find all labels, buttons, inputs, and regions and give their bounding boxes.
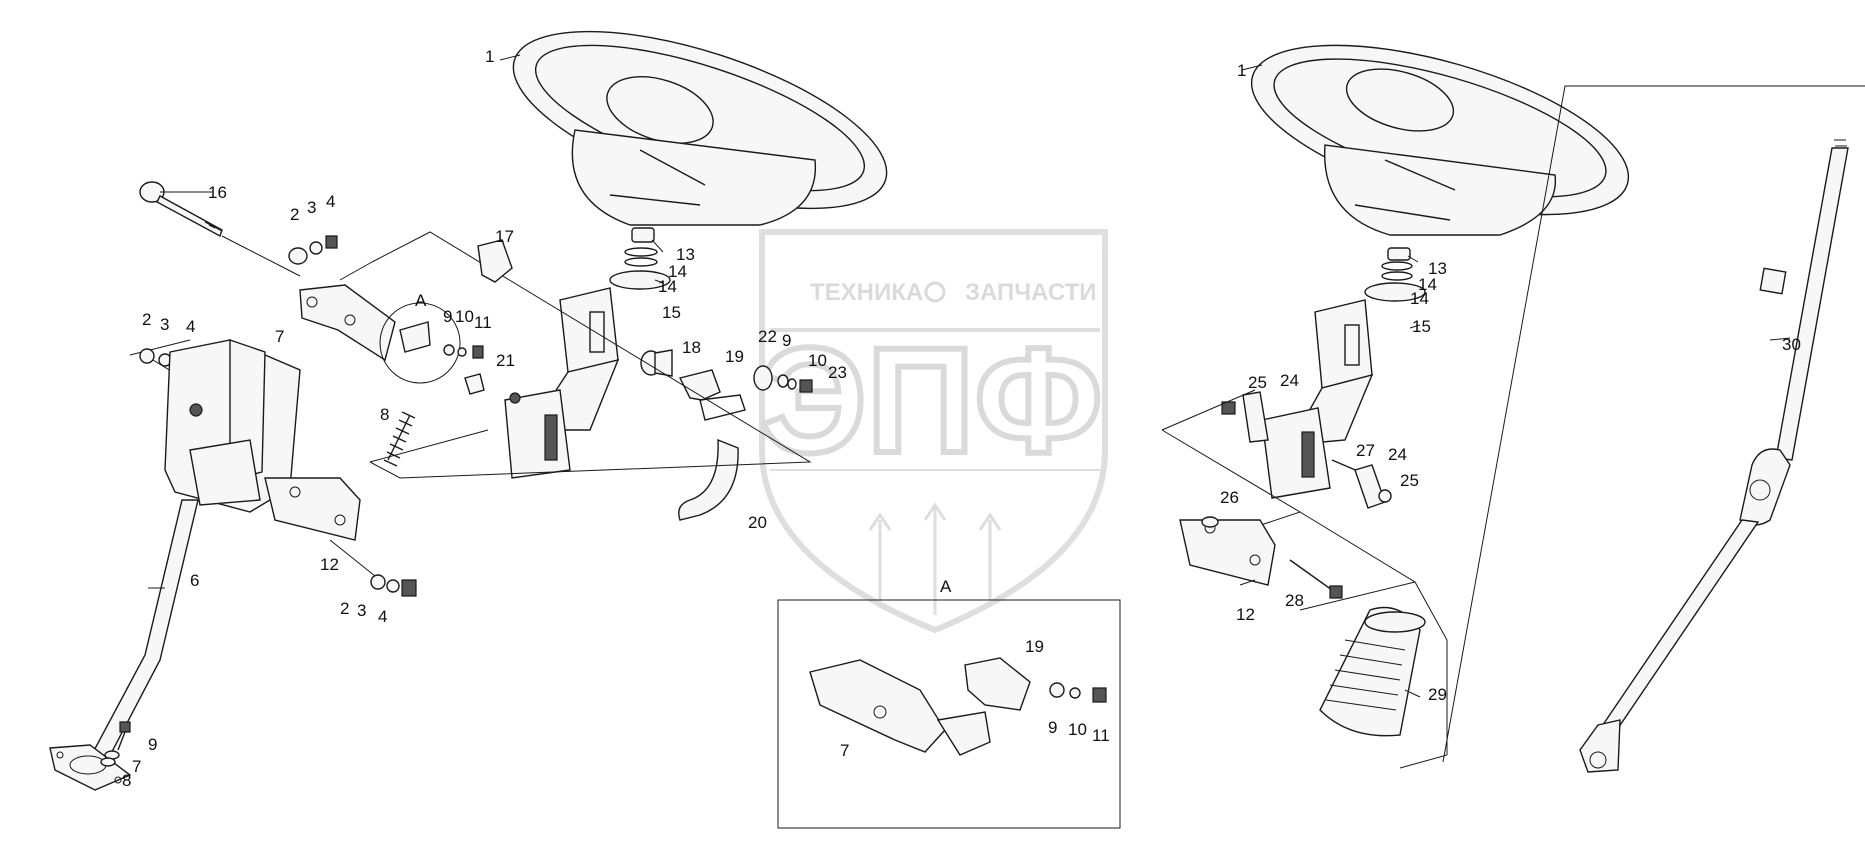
- callout-30: 30: [1782, 335, 1801, 354]
- callout-16: 16: [208, 183, 227, 202]
- left-assembly: A: [49, 30, 888, 791]
- callout-19: 19: [1025, 637, 1044, 656]
- column-shaft-6: [89, 499, 199, 766]
- callout-25: 25: [1400, 471, 1419, 490]
- callout-7: 7: [275, 327, 284, 346]
- bracket-12-left: [264, 477, 381, 581]
- callout-numbers-left: 1 16 2 3 4 2 3 4 17 7 A 9 10 11 21 8 13 …: [122, 47, 847, 790]
- leader-lines: [160, 54, 1791, 698]
- steering-wheel-right: [1250, 44, 1630, 236]
- column-housing-right: [1261, 299, 1374, 499]
- callout-14: 14: [668, 262, 687, 281]
- bolt-16: [139, 181, 301, 277]
- pad-left: [1221, 391, 1269, 443]
- callout-10: 10: [1068, 720, 1087, 739]
- callout-9: 9: [782, 331, 791, 350]
- callout-11: 11: [474, 313, 492, 332]
- callout-4: 4: [186, 317, 195, 336]
- steering-wheel-left: [512, 30, 888, 226]
- callout-3: 3: [160, 315, 169, 334]
- washers-top: [288, 235, 338, 265]
- sleeve-and-lock: [640, 349, 746, 421]
- callout-11: 11: [1092, 726, 1110, 745]
- callout-18: 18: [682, 338, 701, 357]
- bracket-7-left: [299, 284, 431, 362]
- tilt-lever: [678, 438, 739, 521]
- callout-14: 14: [1418, 275, 1437, 294]
- bracket-12-right: [1179, 516, 1276, 586]
- callout-4: 4: [326, 192, 335, 211]
- callout-13: 13: [1428, 259, 1447, 278]
- callout-7: 7: [132, 757, 141, 776]
- callout-26: 26: [1220, 488, 1239, 507]
- detail-label-a: A: [415, 291, 427, 310]
- callout-22: 22: [758, 327, 777, 346]
- callout-14: 14: [658, 277, 677, 296]
- callout-28: 28: [1285, 591, 1304, 610]
- callout-2: 2: [290, 205, 299, 224]
- watermark-shield: ТЕХНИКА ЗАПЧАСТИ ЭПФ: [757, 229, 1108, 634]
- callout-29: 29: [1428, 685, 1447, 704]
- watermark-logo-text: ЭПФ: [760, 316, 1103, 484]
- cap-17: [477, 239, 513, 283]
- callout-15: 15: [662, 303, 681, 322]
- watermark-text-technika: ТЕХНИКА: [810, 279, 923, 306]
- wheat-icon: [868, 502, 1002, 615]
- washer-stack-right: [753, 365, 813, 393]
- gear-icon: [924, 281, 946, 303]
- callout-numbers-right: 1 13 14 14 15 25 24 27 24 25 26 12 28 29…: [1220, 61, 1801, 704]
- inset-label-a: A: [940, 577, 952, 596]
- callout-7: 7: [840, 741, 849, 760]
- callout-21: 21: [496, 351, 515, 370]
- bolt-27-pad: [1331, 459, 1392, 509]
- washers-bottom: [370, 574, 417, 597]
- callout-2: 2: [142, 310, 151, 329]
- base-flange: [49, 744, 132, 791]
- callout-23: 23: [828, 363, 847, 382]
- callout-6: 6: [190, 571, 199, 590]
- callout-17: 17: [495, 227, 514, 246]
- callout-15: 15: [1412, 317, 1431, 336]
- column-housing-left: [504, 287, 620, 479]
- bottom-fasteners: [100, 721, 131, 767]
- callout-numbers-inset: 19 7 9 10 11: [840, 637, 1110, 760]
- callout-19: 19: [725, 347, 744, 366]
- callout-24: 24: [1280, 371, 1299, 390]
- callout-27: 27: [1356, 441, 1375, 460]
- rubber-boot-29: [1319, 606, 1426, 737]
- watermark-text-zapchasti: ЗАПЧАСТИ: [965, 279, 1097, 306]
- right-assembly: [1161, 44, 1865, 773]
- small-parts-9-10-11-21: [443, 344, 485, 395]
- callout-14: 14: [1410, 289, 1429, 308]
- callout-8: 8: [380, 405, 389, 424]
- callout-10: 10: [808, 351, 827, 370]
- detail-circle-a: [379, 302, 461, 384]
- callout-12: 12: [1236, 605, 1255, 624]
- callout-9: 9: [443, 307, 452, 326]
- callout-1: 1: [485, 47, 494, 66]
- callout-8: 8: [122, 771, 131, 790]
- inset-detail-a: A: [777, 577, 1121, 829]
- callout-1: 1: [1237, 61, 1246, 80]
- hub-parts-right: [1364, 247, 1426, 302]
- intermediate-shaft-30: [1442, 85, 1865, 773]
- explode-outline-right: [1161, 389, 1448, 769]
- hub-parts: [609, 227, 671, 290]
- spring-8: [383, 411, 416, 467]
- callout-25: 25: [1248, 373, 1267, 392]
- bolt-28: [1289, 559, 1343, 599]
- callout-9: 9: [148, 735, 157, 754]
- callout-20: 20: [748, 513, 767, 532]
- callout-2: 2: [340, 599, 349, 618]
- callout-9: 9: [1048, 718, 1057, 737]
- callout-4: 4: [378, 607, 387, 626]
- callout-3: 3: [307, 198, 316, 217]
- callout-24: 24: [1388, 445, 1407, 464]
- callout-3: 3: [357, 601, 366, 620]
- callout-10: 10: [455, 307, 474, 326]
- callout-13: 13: [676, 245, 695, 264]
- callout-12: 12: [320, 555, 339, 574]
